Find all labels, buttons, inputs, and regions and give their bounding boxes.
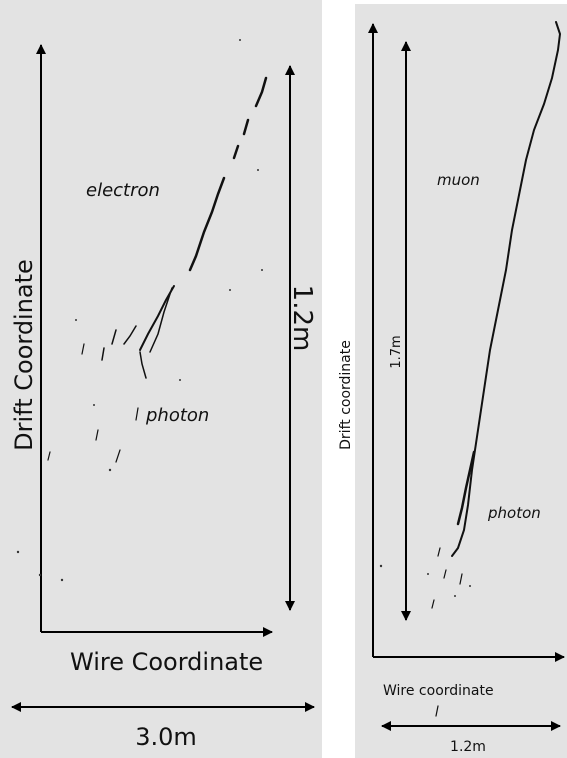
- electron-shower-branch: [139, 285, 175, 351]
- hit: [60, 578, 64, 582]
- right-x-axis-label: Wire coordinate: [383, 683, 494, 699]
- hit: [239, 39, 241, 41]
- left-tracks: [47, 76, 268, 463]
- hit: [93, 404, 95, 406]
- hit: [469, 585, 471, 587]
- photon-track-left: [101, 325, 147, 379]
- right-height-label: 1.7m: [389, 335, 404, 368]
- right-axes: [368, 23, 565, 731]
- left-scattered-hits: [16, 39, 263, 582]
- left-width-label: 3.0m: [135, 723, 197, 751]
- right-width-label: 1.2m: [450, 739, 486, 755]
- hit: [179, 379, 181, 381]
- photon-track-right: [456, 450, 476, 526]
- right-tracks: [431, 21, 562, 717]
- left-x-axis-label: Wire Coordinate: [70, 648, 263, 676]
- electron-shower-branch-2: [149, 287, 173, 353]
- hit: [379, 564, 383, 568]
- hit: [454, 595, 456, 597]
- left-height-label: 1.2m: [287, 285, 317, 352]
- hit: [38, 573, 42, 577]
- right-event-panel: [355, 4, 567, 758]
- left-photon-label: photon: [145, 405, 209, 426]
- hit: [427, 573, 429, 575]
- electron-label: electron: [86, 180, 160, 201]
- photon-hits-left: [47, 343, 139, 463]
- right-y-axis-label: Drift coordinate: [338, 340, 354, 450]
- hit: [16, 550, 20, 554]
- hit: [229, 289, 231, 291]
- right-photon-label: photon: [487, 504, 541, 522]
- left-y-axis-label: Drift Coordinate: [10, 259, 38, 451]
- left-axes: [11, 44, 315, 712]
- hit: [257, 169, 259, 171]
- right-scattered-hits: [379, 564, 471, 597]
- photon-hits-right: [431, 547, 463, 717]
- hit: [261, 269, 263, 271]
- electron-track: [188, 76, 268, 272]
- hit: [75, 319, 77, 321]
- hit: [108, 468, 112, 472]
- muon-label: muon: [437, 171, 480, 189]
- muon-track: [451, 21, 562, 557]
